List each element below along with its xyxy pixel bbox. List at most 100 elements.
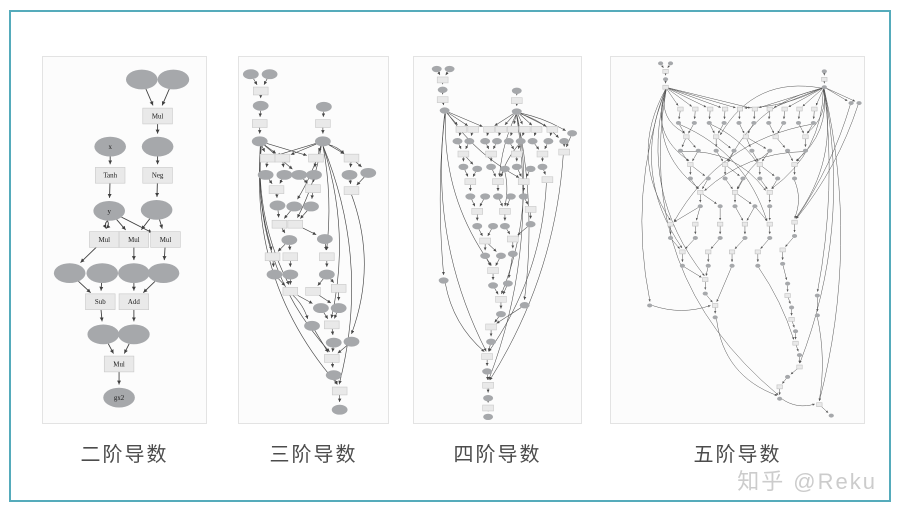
op-node	[697, 190, 704, 195]
graph-edge	[691, 180, 699, 190]
graph-edge	[276, 210, 281, 218]
graph-edge	[702, 193, 717, 205]
variable-node	[499, 223, 510, 230]
variable-node	[314, 136, 331, 147]
variable-node	[567, 130, 578, 137]
graph-edge	[726, 180, 733, 190]
variable-node	[315, 101, 332, 112]
variable-node	[493, 193, 503, 200]
variable-node	[785, 374, 791, 379]
graph-edge	[679, 124, 768, 222]
graph-edge	[795, 345, 799, 352]
graph-edge	[488, 182, 547, 352]
node-label: Mul	[160, 237, 172, 244]
graph-edge	[735, 207, 744, 221]
graph-edge	[445, 71, 449, 76]
variable-node	[505, 193, 516, 200]
op-node	[530, 126, 543, 133]
node-label: Mul	[128, 237, 140, 244]
op-node	[507, 126, 519, 133]
op-node	[487, 267, 499, 274]
op-node	[692, 106, 699, 112]
op-node	[662, 84, 669, 90]
variable-node	[796, 353, 803, 358]
op-node	[742, 134, 749, 140]
variable-node	[291, 169, 308, 180]
op-node	[253, 86, 269, 96]
node-label: x	[108, 144, 112, 151]
variable-node	[281, 235, 298, 245]
variable-node	[53, 263, 86, 283]
variable-node	[740, 176, 746, 181]
op-node	[517, 178, 530, 185]
variable-node	[242, 69, 259, 80]
op-node	[252, 119, 268, 128]
graph-edge	[337, 345, 348, 354]
op-node	[274, 153, 291, 163]
op-node	[796, 106, 803, 112]
graph-edge	[493, 144, 496, 150]
graph-edge	[520, 113, 547, 127]
graph-edge	[773, 87, 823, 108]
op-node	[729, 249, 736, 255]
graph-panel-fourth-derivative	[413, 56, 582, 424]
op-node	[667, 221, 674, 227]
variable-node	[480, 252, 491, 259]
variable-node	[687, 176, 693, 181]
graph-edge	[777, 124, 783, 134]
graph-edge	[794, 180, 799, 219]
caption-fifth-derivative: 五阶导数	[693, 444, 782, 466]
graph-edge	[300, 226, 317, 235]
variable-node	[692, 236, 698, 240]
variable-node	[752, 204, 758, 209]
graph-edge	[744, 87, 822, 110]
graph-edge	[317, 278, 324, 286]
caption-third-derivative: 三阶导数	[269, 444, 358, 466]
graph-edge	[771, 180, 777, 190]
variable-node	[828, 413, 834, 418]
graph-edge	[716, 319, 778, 396]
graph-edge	[486, 144, 490, 150]
variable-node	[732, 204, 738, 209]
computation-graph-fourth	[431, 65, 578, 421]
graph-edge	[736, 193, 752, 205]
graph-edge	[159, 219, 164, 229]
variable-node	[667, 236, 674, 240]
graph-edge	[693, 110, 696, 120]
variable-node	[767, 148, 773, 153]
graph-edge	[802, 88, 823, 107]
graph-edge	[331, 347, 335, 352]
graph-edge	[470, 132, 474, 136]
graph-edge	[716, 267, 732, 302]
graph-edge	[348, 179, 352, 185]
variable-node	[721, 120, 727, 125]
variable-node	[316, 234, 333, 244]
graph-edge	[687, 138, 696, 148]
graph-edge	[704, 151, 804, 191]
graph-edge	[478, 229, 483, 237]
graph-edge	[259, 146, 273, 251]
variable-node	[706, 120, 712, 125]
variable-node	[360, 167, 377, 178]
graph-edge	[506, 199, 510, 207]
variable-node	[269, 200, 286, 211]
graph-edge	[504, 114, 515, 126]
graph-edge	[322, 146, 340, 319]
op-node	[811, 106, 818, 112]
graph-edge	[717, 152, 724, 162]
op-node	[558, 148, 570, 156]
op-node	[788, 317, 795, 322]
graph-edge	[796, 104, 859, 219]
graph-edge	[651, 89, 683, 249]
variable-node	[677, 148, 684, 153]
graph-edge	[688, 124, 694, 134]
op-node	[495, 126, 507, 133]
graph-edge	[323, 312, 329, 319]
graph-edge	[499, 199, 503, 207]
graph-edge	[747, 137, 767, 149]
op-node	[518, 126, 531, 133]
graph-edge	[678, 110, 681, 120]
graph-edge	[668, 87, 751, 109]
op-node	[507, 235, 519, 243]
op-node	[792, 340, 799, 346]
